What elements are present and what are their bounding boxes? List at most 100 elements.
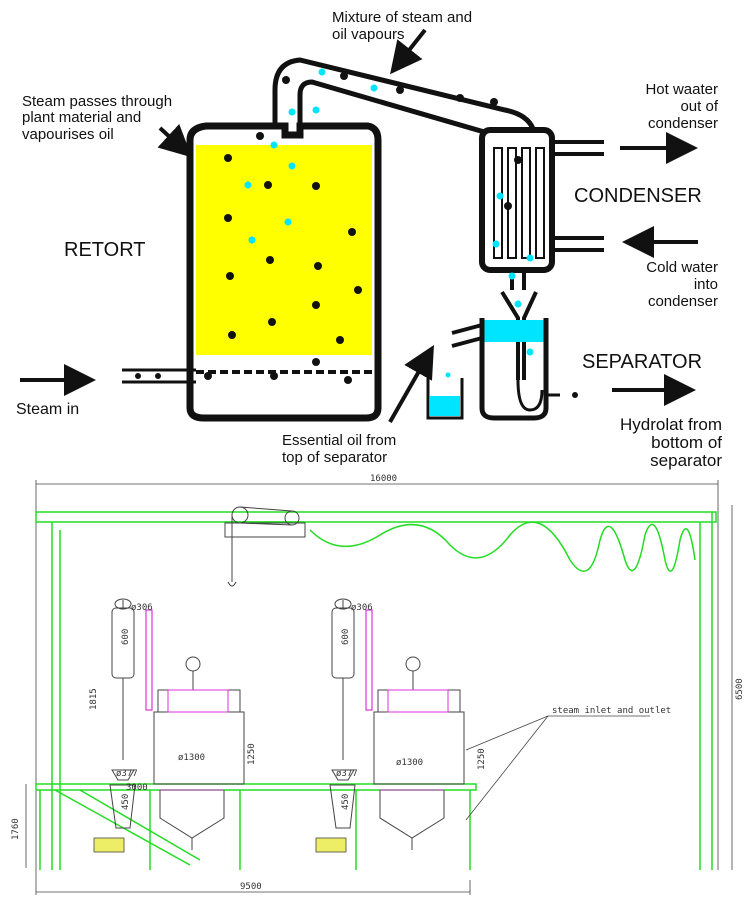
steam-droplet — [514, 300, 522, 308]
steam-label-leaders — [465, 715, 650, 821]
steam-droplet — [270, 141, 278, 149]
label-essential-oil-1: Essential oil from — [282, 432, 396, 449]
dim-vessel-height-right: 1250 — [477, 748, 487, 770]
vapour-droplet — [344, 376, 352, 384]
dim-condenser-diameter-left: ø306 — [131, 603, 153, 613]
steam-droplet — [318, 68, 326, 76]
dim-condenser-left: 1815 — [89, 688, 99, 710]
steam-droplet — [526, 348, 534, 356]
steam-droplet — [508, 272, 516, 280]
condenser-unit — [479, 127, 604, 290]
steam-droplet — [492, 240, 500, 248]
vapour-droplet — [336, 336, 344, 344]
label-essential-oil-2: top of separator — [282, 449, 387, 466]
label-retort: RETORT — [64, 239, 146, 261]
distillation-unit-right: ø306 600 ø377 450 ø1300 1250 — [315, 598, 487, 853]
label-cold-water-2: into — [694, 276, 718, 293]
vapour-droplet — [224, 154, 232, 162]
label-steam-passes-1: Steam passes through — [22, 93, 172, 110]
steam-droplet — [288, 108, 296, 116]
schematic-labels: Mixture of steam and oil vapours Steam p… — [16, 9, 722, 470]
dim-separator-diameter-left: ø377 — [116, 769, 138, 779]
essential-oil-arrow — [388, 345, 434, 423]
dim-height: 6500 — [735, 678, 745, 700]
vapour-droplet — [514, 156, 522, 164]
separator-unit — [451, 290, 578, 421]
dim-separator-diameter-right: ø377 — [336, 769, 358, 779]
dim-base-width: 9500 — [240, 882, 262, 892]
label-cold-water-3: condenser — [648, 293, 718, 310]
steam-droplet — [284, 218, 292, 226]
dim-vessel-height-left: 1250 — [247, 743, 257, 765]
dim-separator-right: 450 — [341, 794, 351, 810]
retort-vessel — [186, 122, 382, 422]
vapour-droplet — [354, 286, 362, 294]
vapour-droplet — [264, 181, 272, 189]
steam-droplet — [248, 236, 256, 244]
dim-vessel-diameter-left: ø1300 — [178, 753, 205, 763]
steam-droplet — [496, 192, 504, 200]
label-hot-water-3: condenser — [648, 115, 718, 132]
separator-oil-layer — [482, 320, 544, 342]
vapour-droplet — [204, 372, 212, 380]
vapour-droplet — [226, 272, 234, 280]
steam-passes-arrow — [157, 123, 192, 158]
dim-platform-left: 3000 — [126, 783, 148, 793]
vapour-droplet — [270, 372, 278, 380]
vapour-droplet — [340, 72, 348, 80]
vapour-droplet — [348, 228, 356, 236]
label-hot-water-2: out of — [680, 98, 718, 115]
vapour-droplet — [314, 262, 322, 270]
label-mixture-2: oil vapours — [332, 26, 405, 43]
mixture-arrow — [390, 28, 427, 75]
vapour-droplet — [266, 256, 274, 264]
dim-overall-width: 16000 — [370, 474, 397, 484]
dim-column-left: 600 — [121, 629, 131, 645]
label-hydrolat-1: Hydrolat from — [620, 415, 722, 434]
hoist — [224, 506, 306, 587]
oil-collection-beaker — [426, 372, 464, 420]
dim-platform-height: 1760 — [11, 818, 21, 840]
vapour-droplet — [312, 301, 320, 309]
vapour-droplets — [204, 68, 534, 384]
label-cold-water-1: Cold water — [646, 259, 718, 276]
steam-droplet — [244, 181, 252, 189]
steam-distillation-schematic: Mixture of steam and oil vapours Steam p… — [16, 9, 722, 470]
label-condenser: CONDENSER — [574, 185, 702, 207]
vapour-droplet — [256, 132, 264, 140]
flow-arrows — [20, 28, 698, 423]
label-steam-inlet-outlet: steam inlet and outlet — [552, 706, 671, 716]
dim-vessel-diameter-right: ø1300 — [396, 758, 423, 768]
label-steam-passes-2: plant material and — [22, 109, 141, 126]
vapour-droplet — [282, 76, 290, 84]
vapour-droplet — [268, 318, 276, 326]
vapour-droplet — [228, 331, 236, 339]
steam-droplet — [312, 106, 320, 114]
support-frame — [35, 511, 717, 870]
dim-condenser-diameter-right: ø306 — [351, 603, 373, 613]
label-hydrolat-2: bottom of — [651, 433, 722, 452]
steam-droplet — [288, 162, 296, 170]
vapour-droplet — [490, 98, 498, 106]
vapour-droplet — [396, 86, 404, 94]
vapour-droplet — [504, 202, 512, 210]
label-steam-in: Steam in — [16, 401, 79, 418]
vapour-droplet — [312, 182, 320, 190]
steam-droplet — [370, 84, 378, 92]
label-separator: SEPARATOR — [582, 351, 702, 373]
dim-separator-left: 450 — [121, 794, 131, 810]
label-steam-passes-3: vapourises oil — [22, 126, 114, 143]
dimension-lines — [25, 480, 733, 895]
vapour-droplet — [312, 358, 320, 366]
label-hydrolat-3: separator — [650, 451, 722, 470]
label-mixture-1: Mixture of steam and — [332, 9, 472, 26]
vapour-droplet — [456, 94, 464, 102]
distillation-unit-left: ø306 600 1815 ø377 3000 450 ø1300 1250 — [89, 598, 257, 853]
plant-material-fill — [196, 145, 372, 355]
plant-elevation-drawing: 16000 6500 9500 1760 — [11, 474, 745, 895]
steam-inlet-pipe — [122, 368, 196, 384]
steam-droplet — [526, 254, 534, 262]
dim-column-right: 600 — [341, 629, 351, 645]
vapour-droplet — [224, 214, 232, 222]
